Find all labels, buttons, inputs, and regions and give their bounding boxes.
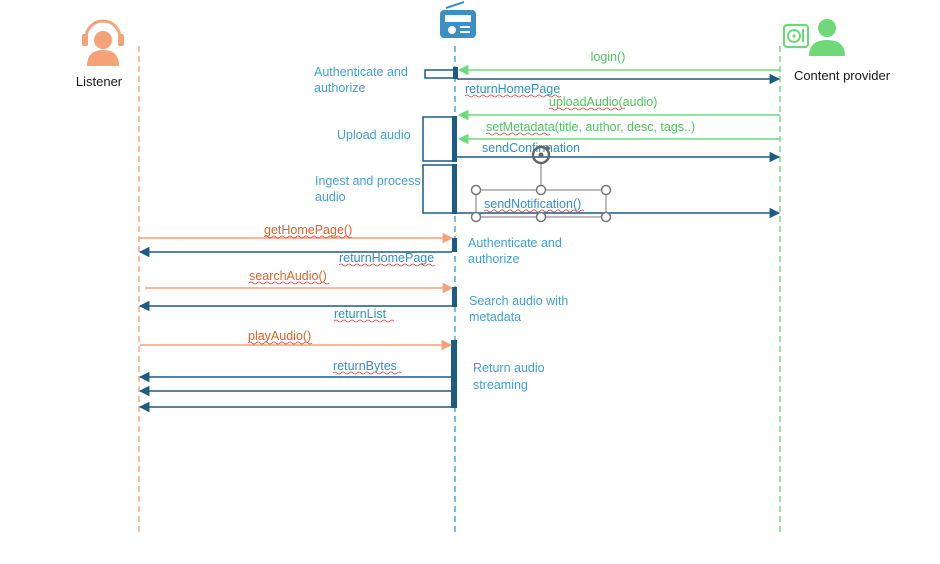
activation-ingest — [422, 164, 457, 214]
activation-search — [452, 287, 457, 307]
activation-stream — [451, 340, 457, 408]
message-label-upload-audio: uploadAudio(audio) — [549, 95, 657, 109]
message-label-play-audio: playAudio() — [248, 329, 311, 343]
activation-upload-bar — [452, 116, 457, 162]
actor-label-content-provider: Content provider — [794, 68, 891, 83]
person-icon — [809, 19, 845, 56]
activation-ingest-bar — [452, 164, 457, 214]
message-label-return-home-1: returnHomePage — [465, 82, 560, 96]
activation-auth-1 — [424, 69, 456, 79]
activation-auth-2 — [452, 238, 457, 252]
note-search-line2: metadata — [469, 310, 521, 324]
message-label-get-home: getHomePage() — [264, 223, 352, 237]
activation-auth-1-bar — [453, 67, 458, 79]
resize-handle-bottom-left[interactable] — [470, 211, 482, 223]
note-stream-line1: Return audio — [473, 361, 545, 375]
message-label-search-audio: searchAudio() — [249, 269, 327, 283]
note-auth-1-line2: authorize — [314, 81, 365, 95]
message-label-send-notification: sendNotification() — [484, 197, 581, 211]
note-auth-2-line2: authorize — [468, 252, 519, 266]
message-label-set-metadata: setMetadata(title, author, desc, tags..) — [486, 120, 695, 134]
note-ingest-line1: Ingest and process — [315, 174, 421, 188]
rotate-handle-icon[interactable] — [531, 145, 551, 165]
turntable-icon — [782, 23, 810, 49]
resize-handle-top-left[interactable] — [470, 184, 482, 196]
headset-person-icon — [82, 19, 124, 66]
note-auth-2-line1: Authenticate and — [468, 236, 562, 250]
selection-frame[interactable] — [470, 145, 612, 223]
note-ingest-line2: audio — [315, 190, 346, 204]
resize-handle-top-right[interactable] — [600, 184, 612, 196]
activation-upload — [422, 116, 457, 162]
note-stream-line2: streaming — [473, 378, 528, 392]
message-label-login: login() — [591, 50, 626, 64]
note-search-line1: Search audio with — [469, 294, 568, 308]
resize-handle-bottom-right[interactable] — [600, 211, 612, 223]
actor-label-listener: Listener — [76, 74, 123, 89]
resize-handle-top[interactable] — [535, 184, 547, 196]
resize-handle-bottom[interactable] — [535, 211, 547, 223]
message-label-send-confirmation: sendConfirmation — [482, 141, 580, 155]
radio-icon — [440, 1, 476, 38]
message-label-return-bytes: returnBytes — [333, 359, 397, 373]
message-label-return-list: returnList — [334, 307, 387, 321]
note-upload: Upload audio — [337, 128, 411, 142]
note-auth-1-line1: Authenticate and — [314, 65, 408, 79]
message-label-return-home-2: returnHomePage — [339, 251, 434, 265]
